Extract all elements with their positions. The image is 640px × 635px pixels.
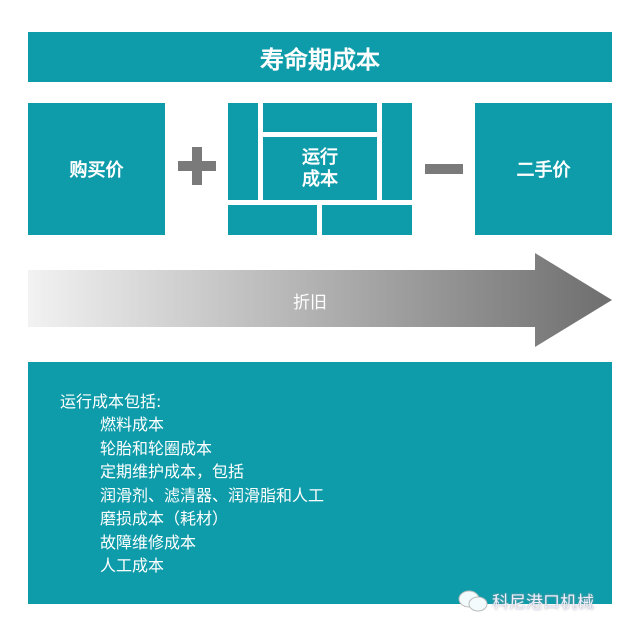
watermark: 科尼港口机械 <box>458 588 594 613</box>
cost-cell <box>322 205 412 235</box>
cost-cell <box>382 103 412 200</box>
list-item: 轮胎和轮圈成本 <box>100 438 213 458</box>
list-item: 定期维护成本，包括 <box>100 462 245 481</box>
operating-cost-details: 运行成本包括: 燃料成本 轮胎和轮圈成本 定期维护成本，包括 润滑剂、滤清器、润… <box>28 362 612 604</box>
purchase-price-box: 购买价 <box>28 103 165 235</box>
operating-cost-box: 运行 成本 <box>263 137 377 200</box>
details-heading: 运行成本包括: <box>60 392 162 411</box>
resale-price-box: 二手价 <box>475 103 612 235</box>
list-item: 燃料成本 <box>100 415 165 434</box>
details-list: 燃料成本 轮胎和轮圈成本 定期维护成本，包括 润滑剂、滤清器、润滑脂和人工 磨损… <box>100 413 324 578</box>
operating-cost-line1: 运行 <box>302 146 338 168</box>
operating-cost-line2: 成本 <box>302 168 338 190</box>
depreciation-arrow <box>28 253 612 347</box>
cost-cell <box>228 205 317 235</box>
plus-icon <box>178 147 216 185</box>
list-item: 人工成本 <box>100 556 165 575</box>
watermark-text: 科尼港口机械 <box>492 593 594 613</box>
list-item: 故障维修成本 <box>100 532 197 552</box>
wechat-icon <box>458 590 488 611</box>
depreciation-label: 折旧 <box>293 293 327 313</box>
cost-cell <box>228 103 258 200</box>
cost-cell <box>263 103 377 132</box>
lifecycle-cost-title: 寿命期成本 <box>28 32 612 82</box>
minus-icon <box>425 164 463 174</box>
list-item: 磨损成本（耗材） <box>100 509 229 528</box>
list-item: 润滑剂、滤清器、润滑脂和人工 <box>100 485 325 505</box>
